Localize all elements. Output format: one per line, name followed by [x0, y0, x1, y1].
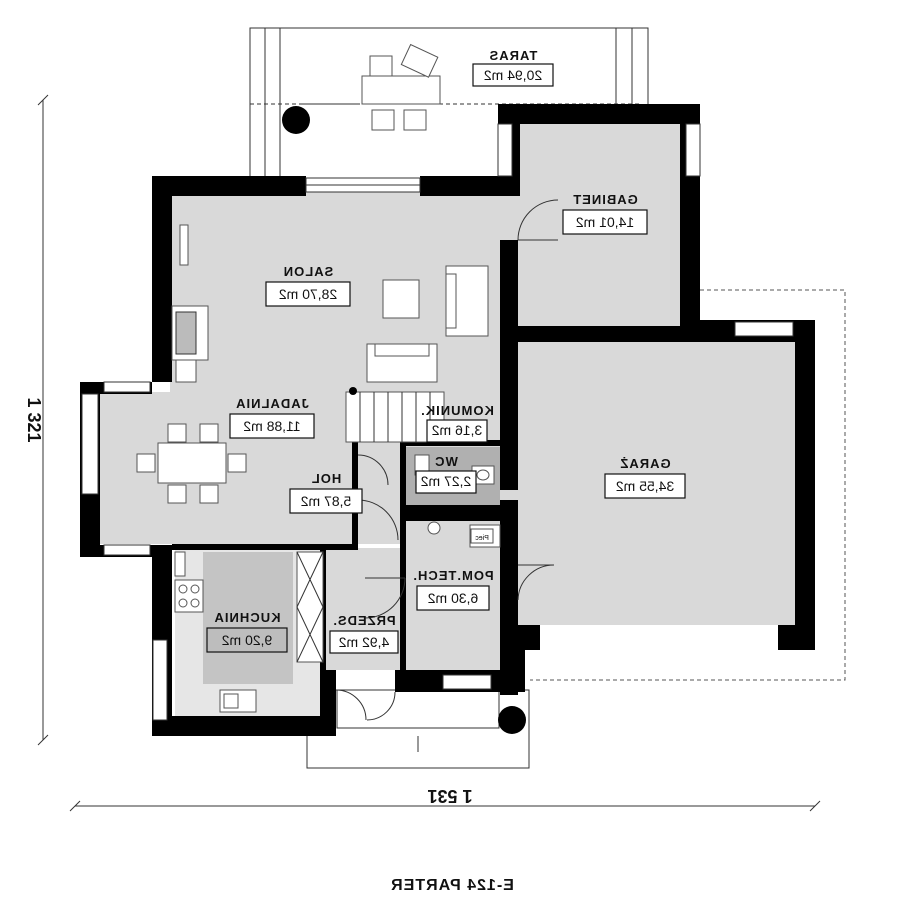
- room-area: 20,94 m2: [484, 67, 543, 83]
- kitchen-island: [203, 552, 293, 684]
- room-name: HOL: [311, 471, 341, 486]
- dimension-height: 1 321: [24, 94, 49, 746]
- drawing-title: E-124 PARTER: [390, 877, 514, 894]
- room-area: 4,92 m2: [338, 634, 389, 650]
- room-name: PRZEDS.: [332, 613, 395, 628]
- room-name: GABINET: [572, 192, 638, 207]
- doors: [335, 199, 559, 752]
- room-name: POM.TECH.: [412, 568, 493, 583]
- room-pom-tech: POM.TECH. 6,30 m2: [412, 568, 494, 611]
- room-name: SALON: [283, 264, 334, 279]
- room-jadalnia: JADALNIA 11,88 m2: [229, 396, 315, 439]
- room-name: JADALNIA: [235, 396, 309, 411]
- room-name: KUCHNIA: [214, 610, 281, 625]
- room-name: GARAŻ: [619, 456, 670, 471]
- room-kuchnia: KUCHNIA 9,20 m2: [206, 610, 288, 653]
- room-gabinet: GABINET 14,01 m2: [562, 192, 648, 235]
- room-name: WC: [434, 454, 458, 469]
- room-komunik: KOMUNIK. 3,16 m2: [420, 403, 494, 443]
- room-salon: SALON 28,70 m2: [265, 264, 351, 307]
- room-area: 3,16 m2: [431, 422, 482, 438]
- room-area: 6,30 m2: [427, 590, 478, 606]
- dimension-width: 1 531: [69, 786, 821, 812]
- title-text: E-124 PARTER: [390, 877, 514, 894]
- room-area: 34,55 m2: [616, 478, 675, 494]
- floors: [96, 120, 795, 716]
- room-area: 9,20 m2: [221, 632, 272, 648]
- room-hol: HOL 5,87 m2: [289, 471, 363, 514]
- boiler: Piec: [470, 528, 494, 544]
- garage-dashed-outline: [530, 289, 846, 681]
- entrance-steps: [306, 689, 530, 769]
- room-garaz: GARAŻ 34,55 m2: [604, 456, 686, 499]
- furniture: [136, 43, 526, 734]
- room-name: TARAS: [489, 48, 538, 63]
- room-area: 5,87 m2: [300, 493, 351, 509]
- windows: [81, 123, 794, 721]
- dimension-height-label: 1 321: [24, 397, 44, 442]
- boiler-label: Piec: [475, 535, 489, 542]
- room-area: 11,88 m2: [243, 418, 301, 434]
- room-name: KOMUNIK.: [420, 403, 494, 418]
- room-przedsionek: PRZEDS. 4,92 m2: [329, 613, 399, 654]
- room-wc: WC 2,27 m2: [415, 454, 477, 494]
- room-area: 14,01 m2: [576, 214, 635, 230]
- room-area: 28,70 m2: [279, 286, 338, 302]
- dimension-width-label: 1 531: [427, 786, 472, 806]
- room-area: 2,27 m2: [420, 473, 471, 489]
- room-taras: TARAS 20,94 m2: [472, 48, 554, 87]
